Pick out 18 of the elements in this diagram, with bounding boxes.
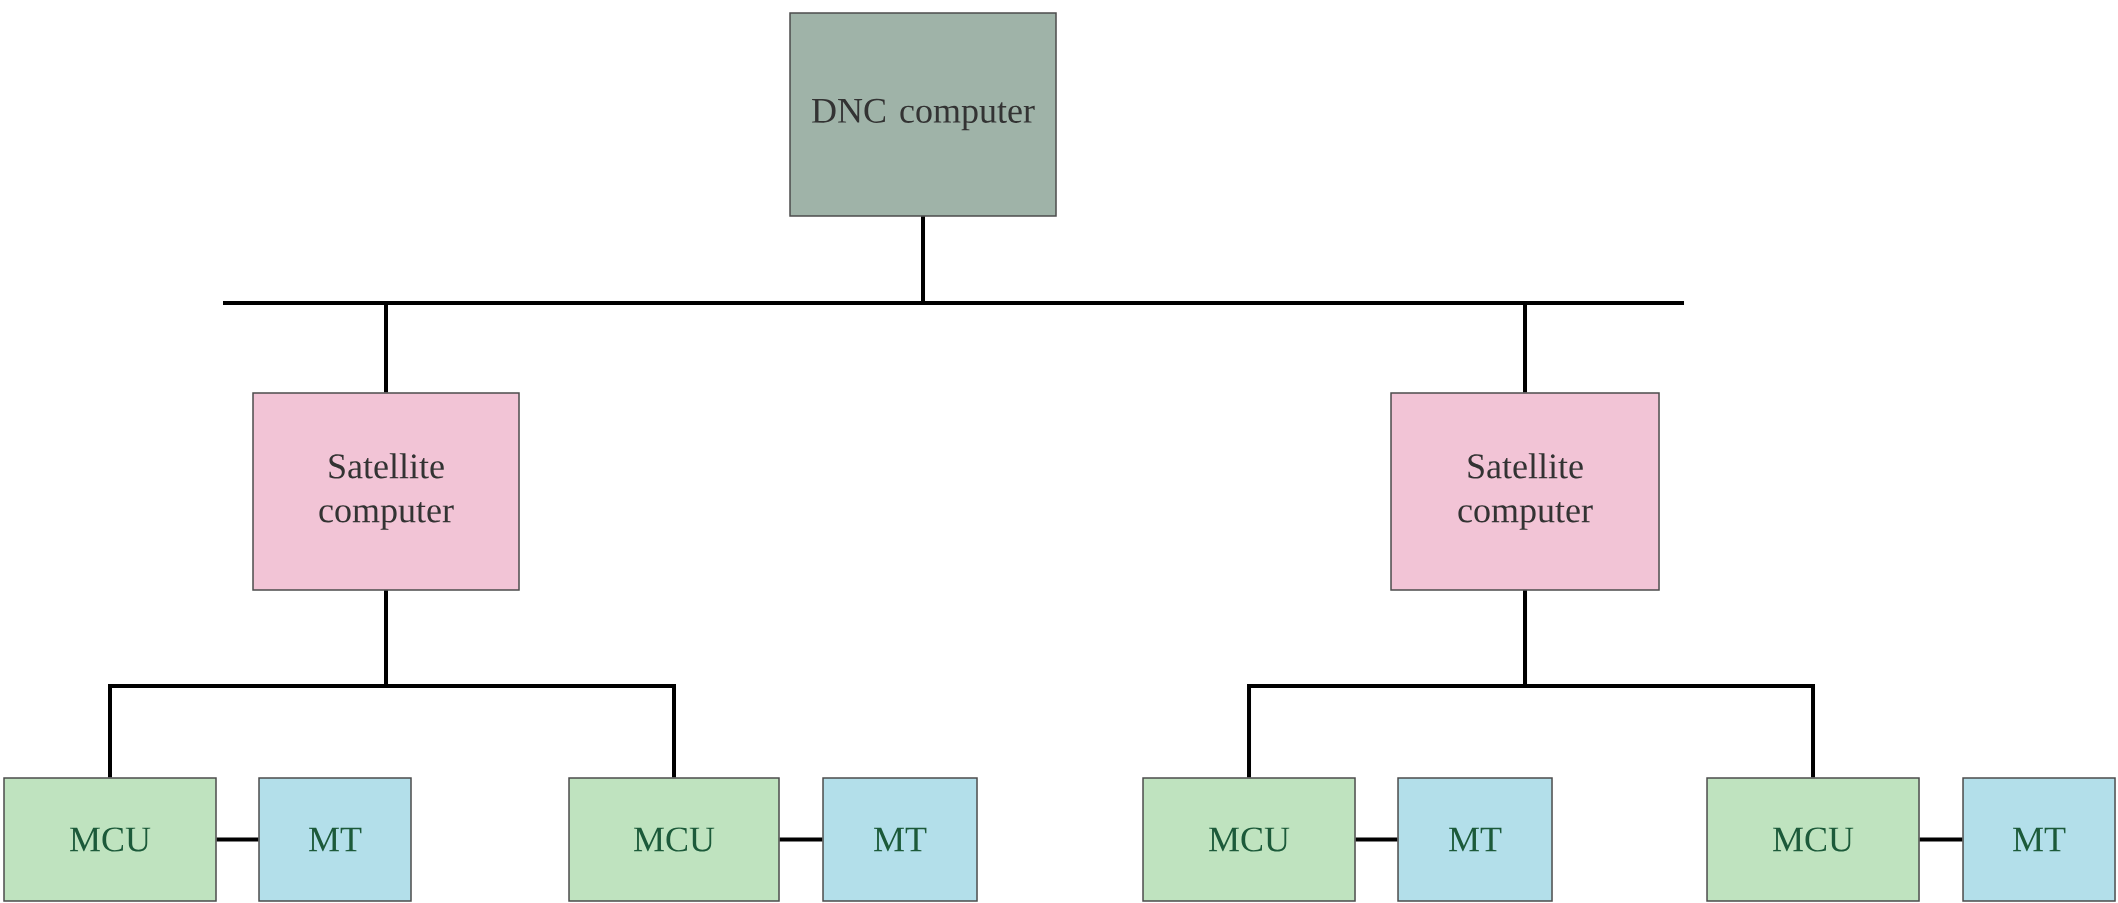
computer-box: Satellite computer — [1390, 392, 1660, 591]
machine-tool-box: MT — [258, 777, 412, 902]
computer-box: DNC computer — [789, 12, 1057, 217]
connector-line — [921, 216, 1527, 393]
control-unit-box: MCU — [1706, 777, 1920, 902]
connector-line — [216, 837, 259, 842]
connector-line — [1919, 837, 1963, 842]
connector-line — [384, 590, 676, 778]
machine-tool-box: MT — [1397, 777, 1553, 902]
machine-tool-box: MT — [1962, 777, 2116, 902]
control-unit-box: MCU — [1142, 777, 1356, 902]
connector-line — [1355, 837, 1398, 842]
machine-tool-box: MT — [822, 777, 978, 902]
connector-line — [1523, 590, 1815, 778]
control-unit-box: MCU — [568, 777, 780, 902]
computer-box: Satellite computer — [252, 392, 520, 591]
connector-line — [779, 837, 823, 842]
control-unit-box: MCU — [3, 777, 217, 902]
